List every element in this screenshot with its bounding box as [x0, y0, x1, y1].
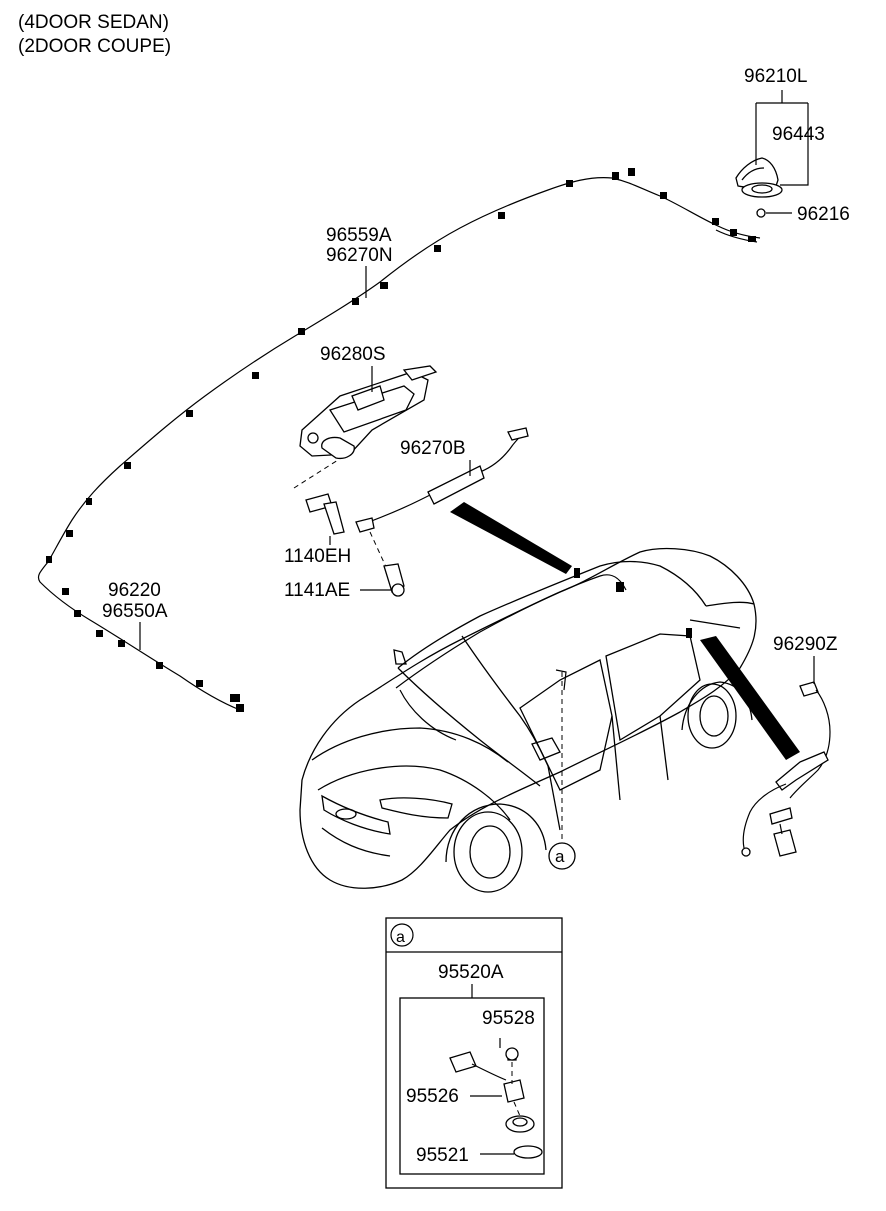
pointer-wedge-rear [700, 636, 800, 760]
label-96443: 96443 [772, 124, 825, 145]
label-95521: 95521 [416, 1145, 469, 1166]
label-95520A: 95520A [438, 962, 504, 983]
label-95526: 95526 [406, 1086, 459, 1107]
vehicle-illustration [299, 547, 757, 893]
variant-label-coupe: (2DOOR COUPE) [18, 36, 172, 57]
roof-antenna-cable-harness [37, 168, 761, 712]
nut-1141AE [383, 563, 405, 597]
label-96270N: 96270N [326, 245, 393, 266]
label-1140EH: 1140EH [284, 546, 351, 567]
label-96210L: 96210L [744, 66, 807, 87]
pointer-wedge-amplifier [450, 502, 572, 574]
label-95528: 95528 [482, 1008, 535, 1029]
label-96290Z: 96290Z [773, 634, 838, 655]
detail-box-a [385, 917, 563, 1189]
callout-marker-a-text: a [555, 847, 565, 866]
bolt-1140EH [305, 493, 345, 535]
label-96220: 96220 [108, 580, 161, 601]
label-96270B: 96270B [400, 438, 466, 459]
roof-antenna-assembly [735, 90, 809, 218]
variant-label-sedan: (4DOOR SEDAN) [18, 12, 169, 33]
antenna-amplifier [299, 365, 438, 460]
callout-marker-a [548, 842, 576, 870]
label-96559A: 96559A [326, 225, 392, 246]
label-96280S: 96280S [320, 344, 386, 365]
detail-box-a-marker: a [396, 929, 405, 946]
rear-antenna-cable [741, 681, 831, 857]
label-96550A: 96550A [102, 601, 168, 622]
label-1141AE: 1141AE [284, 580, 350, 601]
label-96216: 96216 [797, 204, 850, 225]
